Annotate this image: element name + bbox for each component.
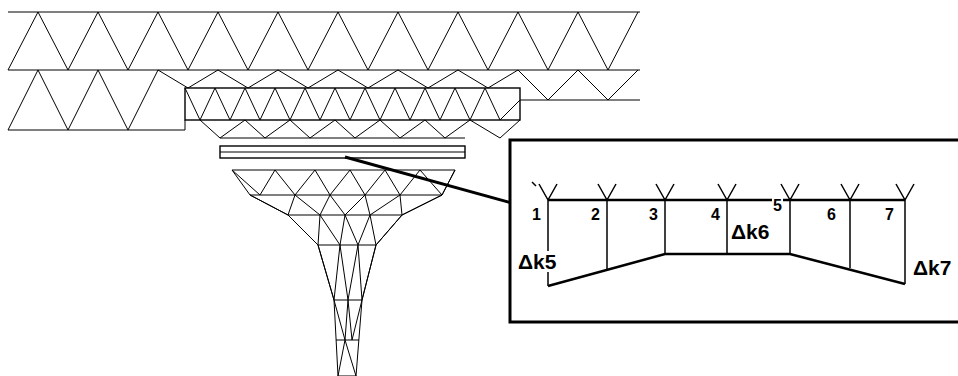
node-number: 2 — [590, 207, 601, 223]
node-number: 7 — [884, 207, 895, 223]
displacement-label: Δk6 — [730, 221, 770, 242]
node-number: 4 — [710, 207, 721, 223]
node-number: 1 — [531, 207, 542, 223]
displacement-label: Δk5 — [517, 251, 557, 272]
node-number: 3 — [648, 207, 659, 223]
displacement-label: Δk7 — [912, 257, 952, 278]
node-number: 5 — [772, 198, 783, 214]
node-number: 6 — [826, 207, 837, 223]
